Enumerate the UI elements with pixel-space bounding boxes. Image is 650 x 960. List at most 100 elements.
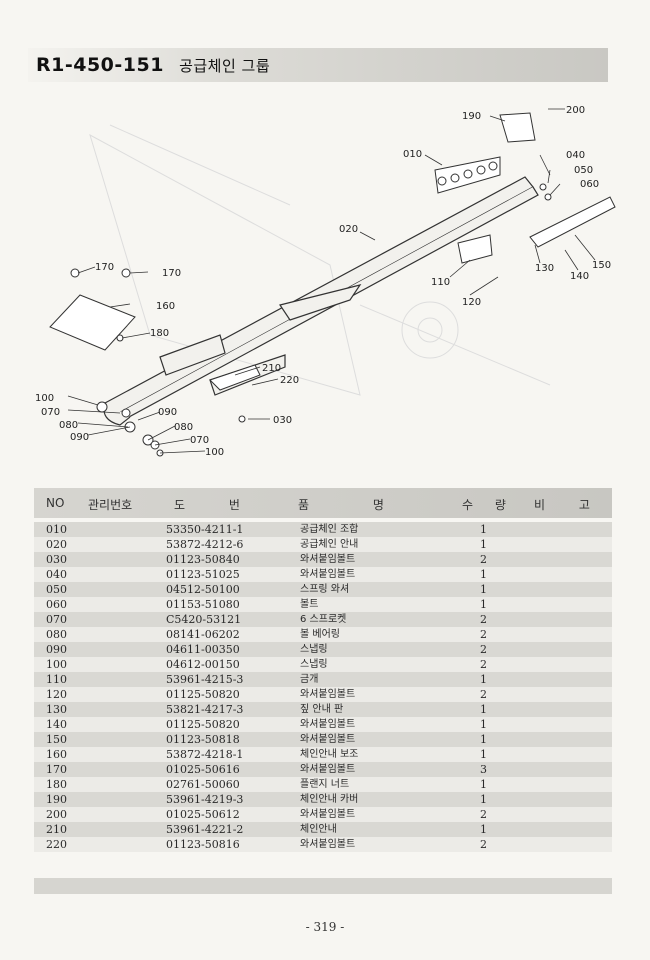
row-no: 050 — [46, 583, 67, 596]
callout-050: 050 — [574, 165, 593, 176]
row-part-name: 공급체인 조합 — [300, 524, 359, 535]
row-no: 010 — [46, 523, 67, 536]
col-mgmt: 관리번호 — [88, 498, 133, 512]
callout-180: 180 — [150, 328, 169, 339]
row-quantity: 2 — [480, 628, 487, 641]
row-drawing-number: 53350-4211-1 — [166, 523, 244, 536]
row-quantity: 1 — [480, 673, 487, 686]
row-no: 090 — [46, 643, 67, 656]
row-drawing-number: 53961-4219-3 — [166, 793, 244, 806]
row-no: 080 — [46, 628, 67, 641]
callout-220: 220 — [280, 375, 299, 386]
callout-090b: 090 — [158, 407, 177, 418]
row-no: 190 — [46, 793, 67, 806]
table-row: 080 08141-06202 볼 베어링 2 — [34, 627, 612, 642]
callout-080b: 080 — [174, 422, 193, 433]
callout-170b: 170 — [162, 268, 181, 279]
title-bar — [28, 48, 608, 82]
row-no: 170 — [46, 763, 67, 776]
callout-170a: 170 — [95, 262, 114, 273]
row-drawing-number: C5420-53121 — [166, 613, 242, 626]
row-quantity: 1 — [480, 718, 487, 731]
row-quantity: 1 — [480, 523, 487, 536]
row-drawing-number: 01125-50820 — [166, 718, 240, 731]
table-row: 040 01123-51025 와셔붙임볼트 1 — [34, 567, 612, 582]
row-part-name: 플랜지 너트 — [300, 779, 350, 790]
row-no: 130 — [46, 703, 67, 716]
row-no: 070 — [46, 613, 67, 626]
row-drawing-number: 53872-4218-1 — [166, 748, 244, 761]
row-part-name: 와셔붙임볼트 — [300, 569, 356, 580]
row-quantity: 1 — [480, 823, 487, 836]
row-part-name: 와셔붙임볼트 — [300, 839, 356, 850]
row-quantity: 1 — [480, 778, 487, 791]
col-no: NO — [46, 496, 65, 510]
row-no: 060 — [46, 598, 67, 611]
row-no: 220 — [46, 838, 67, 851]
row-drawing-number: 53961-4221-2 — [166, 823, 244, 836]
row-no: 020 — [46, 538, 67, 551]
row-no: 100 — [46, 658, 67, 671]
row-quantity: 2 — [480, 643, 487, 656]
callout-140: 140 — [570, 271, 589, 282]
callout-030: 030 — [273, 415, 292, 426]
row-part-name: 스냅링 — [300, 659, 328, 670]
col-remarks: 비 고 — [534, 498, 590, 512]
callout-210: 210 — [262, 363, 281, 374]
row-drawing-number: 53961-4215-3 — [166, 673, 244, 686]
row-no: 210 — [46, 823, 67, 836]
callout-190: 190 — [462, 111, 481, 122]
callout-040: 040 — [566, 150, 585, 161]
page-title: R1-450-151 공급체인 그룹 — [36, 54, 270, 76]
callout-060: 060 — [580, 179, 599, 190]
row-drawing-number: 53821-4217-3 — [166, 703, 244, 716]
row-drawing-number: 04611-00350 — [166, 643, 240, 656]
row-quantity: 2 — [480, 658, 487, 671]
row-quantity: 1 — [480, 568, 487, 581]
callout-130: 130 — [535, 263, 554, 274]
row-quantity: 1 — [480, 703, 487, 716]
row-part-name: 와셔붙임볼트 — [300, 809, 356, 820]
callout-070a: 070 — [41, 407, 60, 418]
callout-080a: 080 — [59, 420, 78, 431]
row-drawing-number: 01123-50818 — [166, 733, 240, 746]
callout-090a: 090 — [70, 432, 89, 443]
row-part-name: 체인안내 — [300, 824, 337, 835]
row-part-name: 금개 — [300, 674, 319, 685]
row-drawing-number: 04612-00150 — [166, 658, 240, 671]
row-drawing-number: 08141-06202 — [166, 628, 240, 641]
row-drawing-number: 01025-50612 — [166, 808, 240, 821]
row-quantity: 2 — [480, 553, 487, 566]
row-drawing-number: 01123-51025 — [166, 568, 240, 581]
row-quantity: 3 — [480, 763, 487, 776]
row-part-name: 와셔붙임볼트 — [300, 734, 356, 745]
row-part-name: 스프링 와셔 — [300, 584, 350, 595]
row-drawing-number: 01025-50616 — [166, 763, 240, 776]
row-quantity: 2 — [480, 613, 487, 626]
callout-010: 010 — [403, 149, 422, 160]
table-header: NO 관리번호 도 번 품 명 수 량 비 고 — [34, 488, 612, 518]
row-quantity: 2 — [480, 688, 487, 701]
row-drawing-number: 01153-51080 — [166, 598, 240, 611]
row-drawing-number: 01123-50840 — [166, 553, 240, 566]
row-part-name: 6 스프로켓 — [300, 614, 347, 625]
row-no: 040 — [46, 568, 67, 581]
callout-020: 020 — [339, 224, 358, 235]
callout-120: 120 — [462, 297, 481, 308]
row-part-name: 볼 베어링 — [300, 629, 340, 640]
row-drawing-number: 53872-4212-6 — [166, 538, 244, 551]
table-row: 010 53350-4211-1 공급체인 조합 1 — [34, 522, 612, 537]
col-drawing: 도 번 — [174, 498, 240, 512]
col-qty: 수 량 — [462, 498, 506, 512]
row-quantity: 1 — [480, 748, 487, 761]
